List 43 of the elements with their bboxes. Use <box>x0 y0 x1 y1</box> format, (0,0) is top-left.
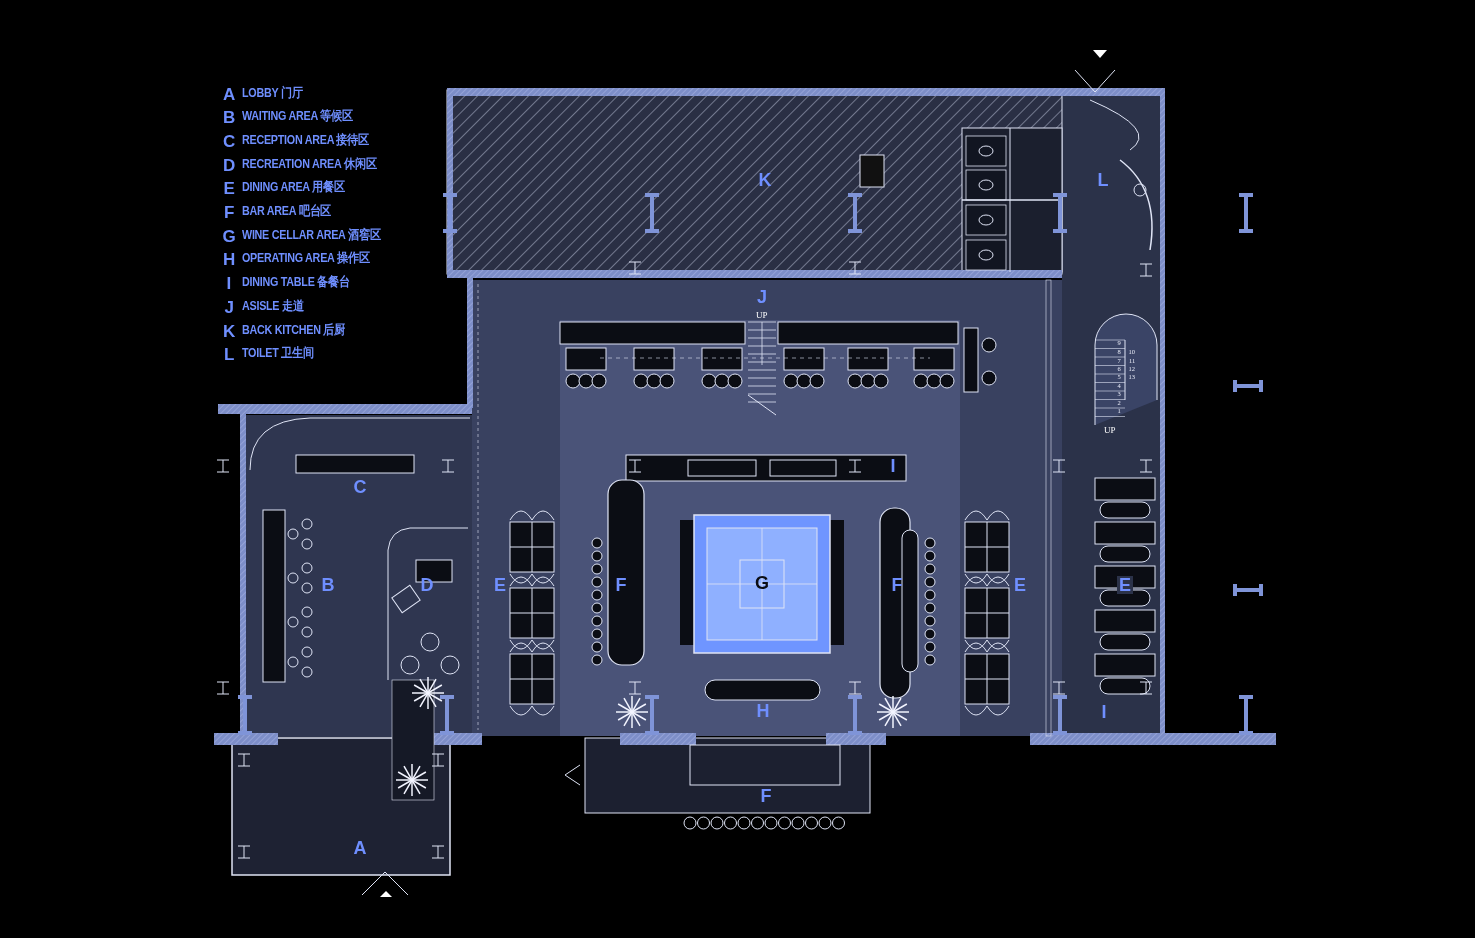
legend-key: J <box>224 298 234 316</box>
legend-text: BACK KITCHEN 后厨 <box>242 323 346 336</box>
legend-key: G <box>222 227 236 245</box>
legend-text: DINING AREA 用餐区 <box>242 181 345 194</box>
legend-text: RECEPTION AREA 接待区 <box>242 133 370 147</box>
room-label: I <box>1101 703 1107 721</box>
legend-key: B <box>223 109 236 127</box>
legend-text: WAITING AREA 等候区 <box>242 110 354 123</box>
legend-text: BAR AREA 吧台区 <box>242 205 332 218</box>
up-label: UP <box>756 310 768 320</box>
legend-text: DINING TABLE 备餐台 <box>242 276 351 289</box>
legend-key: I <box>226 275 232 293</box>
room-label: K <box>758 171 772 189</box>
room-label: F <box>891 576 903 594</box>
legend-key: A <box>223 85 236 103</box>
room-label: E <box>494 576 506 594</box>
legend-text: OPERATING AREA 操作区 <box>242 252 370 265</box>
legend-key: E <box>223 180 235 198</box>
legend-text: ASISLE 走道 <box>242 299 304 313</box>
room-label: E <box>1117 576 1133 594</box>
legend-key: L <box>224 346 235 364</box>
legend-text: TOILET 卫生间 <box>242 347 314 360</box>
legend-key: F <box>224 204 235 221</box>
legend-key: C <box>223 132 236 150</box>
legend-key: K <box>223 322 236 340</box>
legend-text: WINE CELLAR AREA 酒窖区 <box>242 228 381 242</box>
room-label: F <box>760 787 772 805</box>
legend-text: LOBBY 门厅 <box>242 86 303 99</box>
room-label: E <box>1014 576 1026 594</box>
room-label: B <box>321 576 335 594</box>
legend-text: RECREATION AREA 休闲区 <box>242 157 377 171</box>
room-label: G <box>755 574 769 592</box>
room-label: D <box>420 576 434 594</box>
room-label: I <box>890 457 896 475</box>
room-label: F <box>615 576 627 594</box>
room-label: J <box>757 288 767 306</box>
legend-key: D <box>223 156 236 174</box>
legend-key: H <box>223 251 236 269</box>
room-label: A <box>353 839 367 857</box>
room-label: C <box>353 478 367 496</box>
room-label: L <box>1097 171 1109 189</box>
room-label: H <box>756 702 770 720</box>
up-label: UP <box>1104 425 1116 435</box>
